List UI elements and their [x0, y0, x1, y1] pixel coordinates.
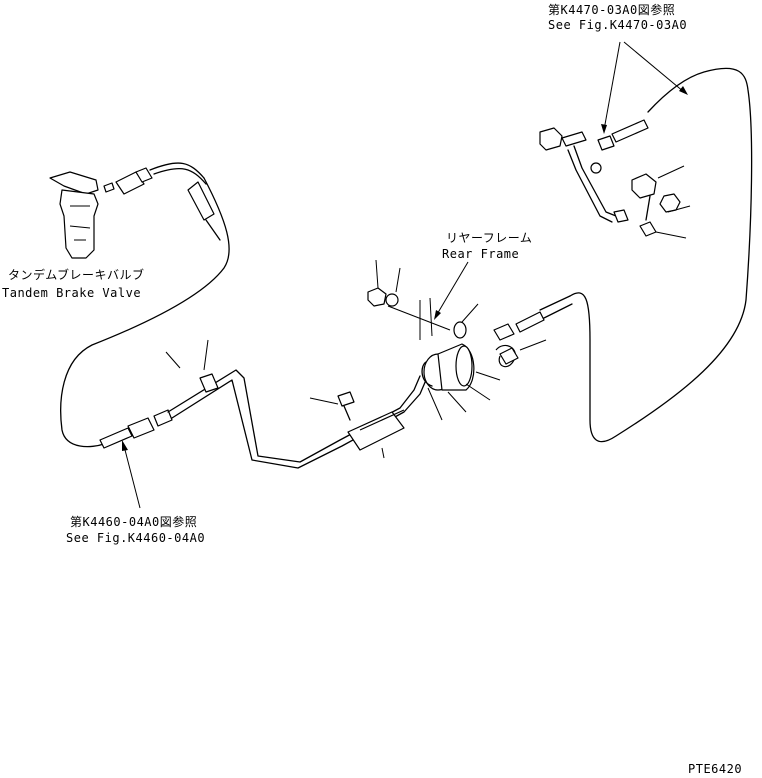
steel-tube-lower — [167, 369, 427, 469]
tube-clamp-block — [347, 409, 405, 459]
tandem-brake-valve — [49, 171, 115, 259]
upper-right-assembly — [539, 119, 691, 239]
valve-fitting — [115, 167, 153, 195]
ref-top-en: See Fig.K4470-03A0 — [548, 18, 688, 32]
frame-label-jp: リヤーフレーム — [446, 231, 533, 245]
rear-frame-bracket — [387, 297, 451, 340]
leader-lines — [165, 351, 501, 421]
ref-bottom-en: See Fig.K4460-04A0 — [66, 531, 206, 545]
accumulator-canister — [421, 343, 475, 391]
valve-label-en: Tandem Brake Valve — [2, 286, 142, 300]
banjo-fitting — [495, 339, 547, 368]
tube-clamp-left — [199, 339, 219, 393]
brake-line-main — [60, 162, 230, 448]
ref-bottom-jp: 第K4460-04A0図参照 — [70, 515, 198, 529]
frame-label-en: Rear Frame — [442, 247, 520, 261]
hose-fitting-upper-left — [187, 181, 221, 241]
valve-label-jp: タンデムブレーキバルブ — [8, 268, 145, 282]
brake-line-right-loop — [569, 67, 753, 443]
ref-top-jp: 第K4470-03A0図参照 — [548, 3, 676, 17]
fitting-lower-left — [99, 409, 173, 449]
reference-arrows — [122, 41, 688, 509]
bolt-mid — [309, 391, 355, 421]
nut-washer-set — [367, 259, 479, 339]
fitting-right-center — [493, 295, 573, 341]
drawing-code: PTE6420 — [688, 762, 743, 776]
